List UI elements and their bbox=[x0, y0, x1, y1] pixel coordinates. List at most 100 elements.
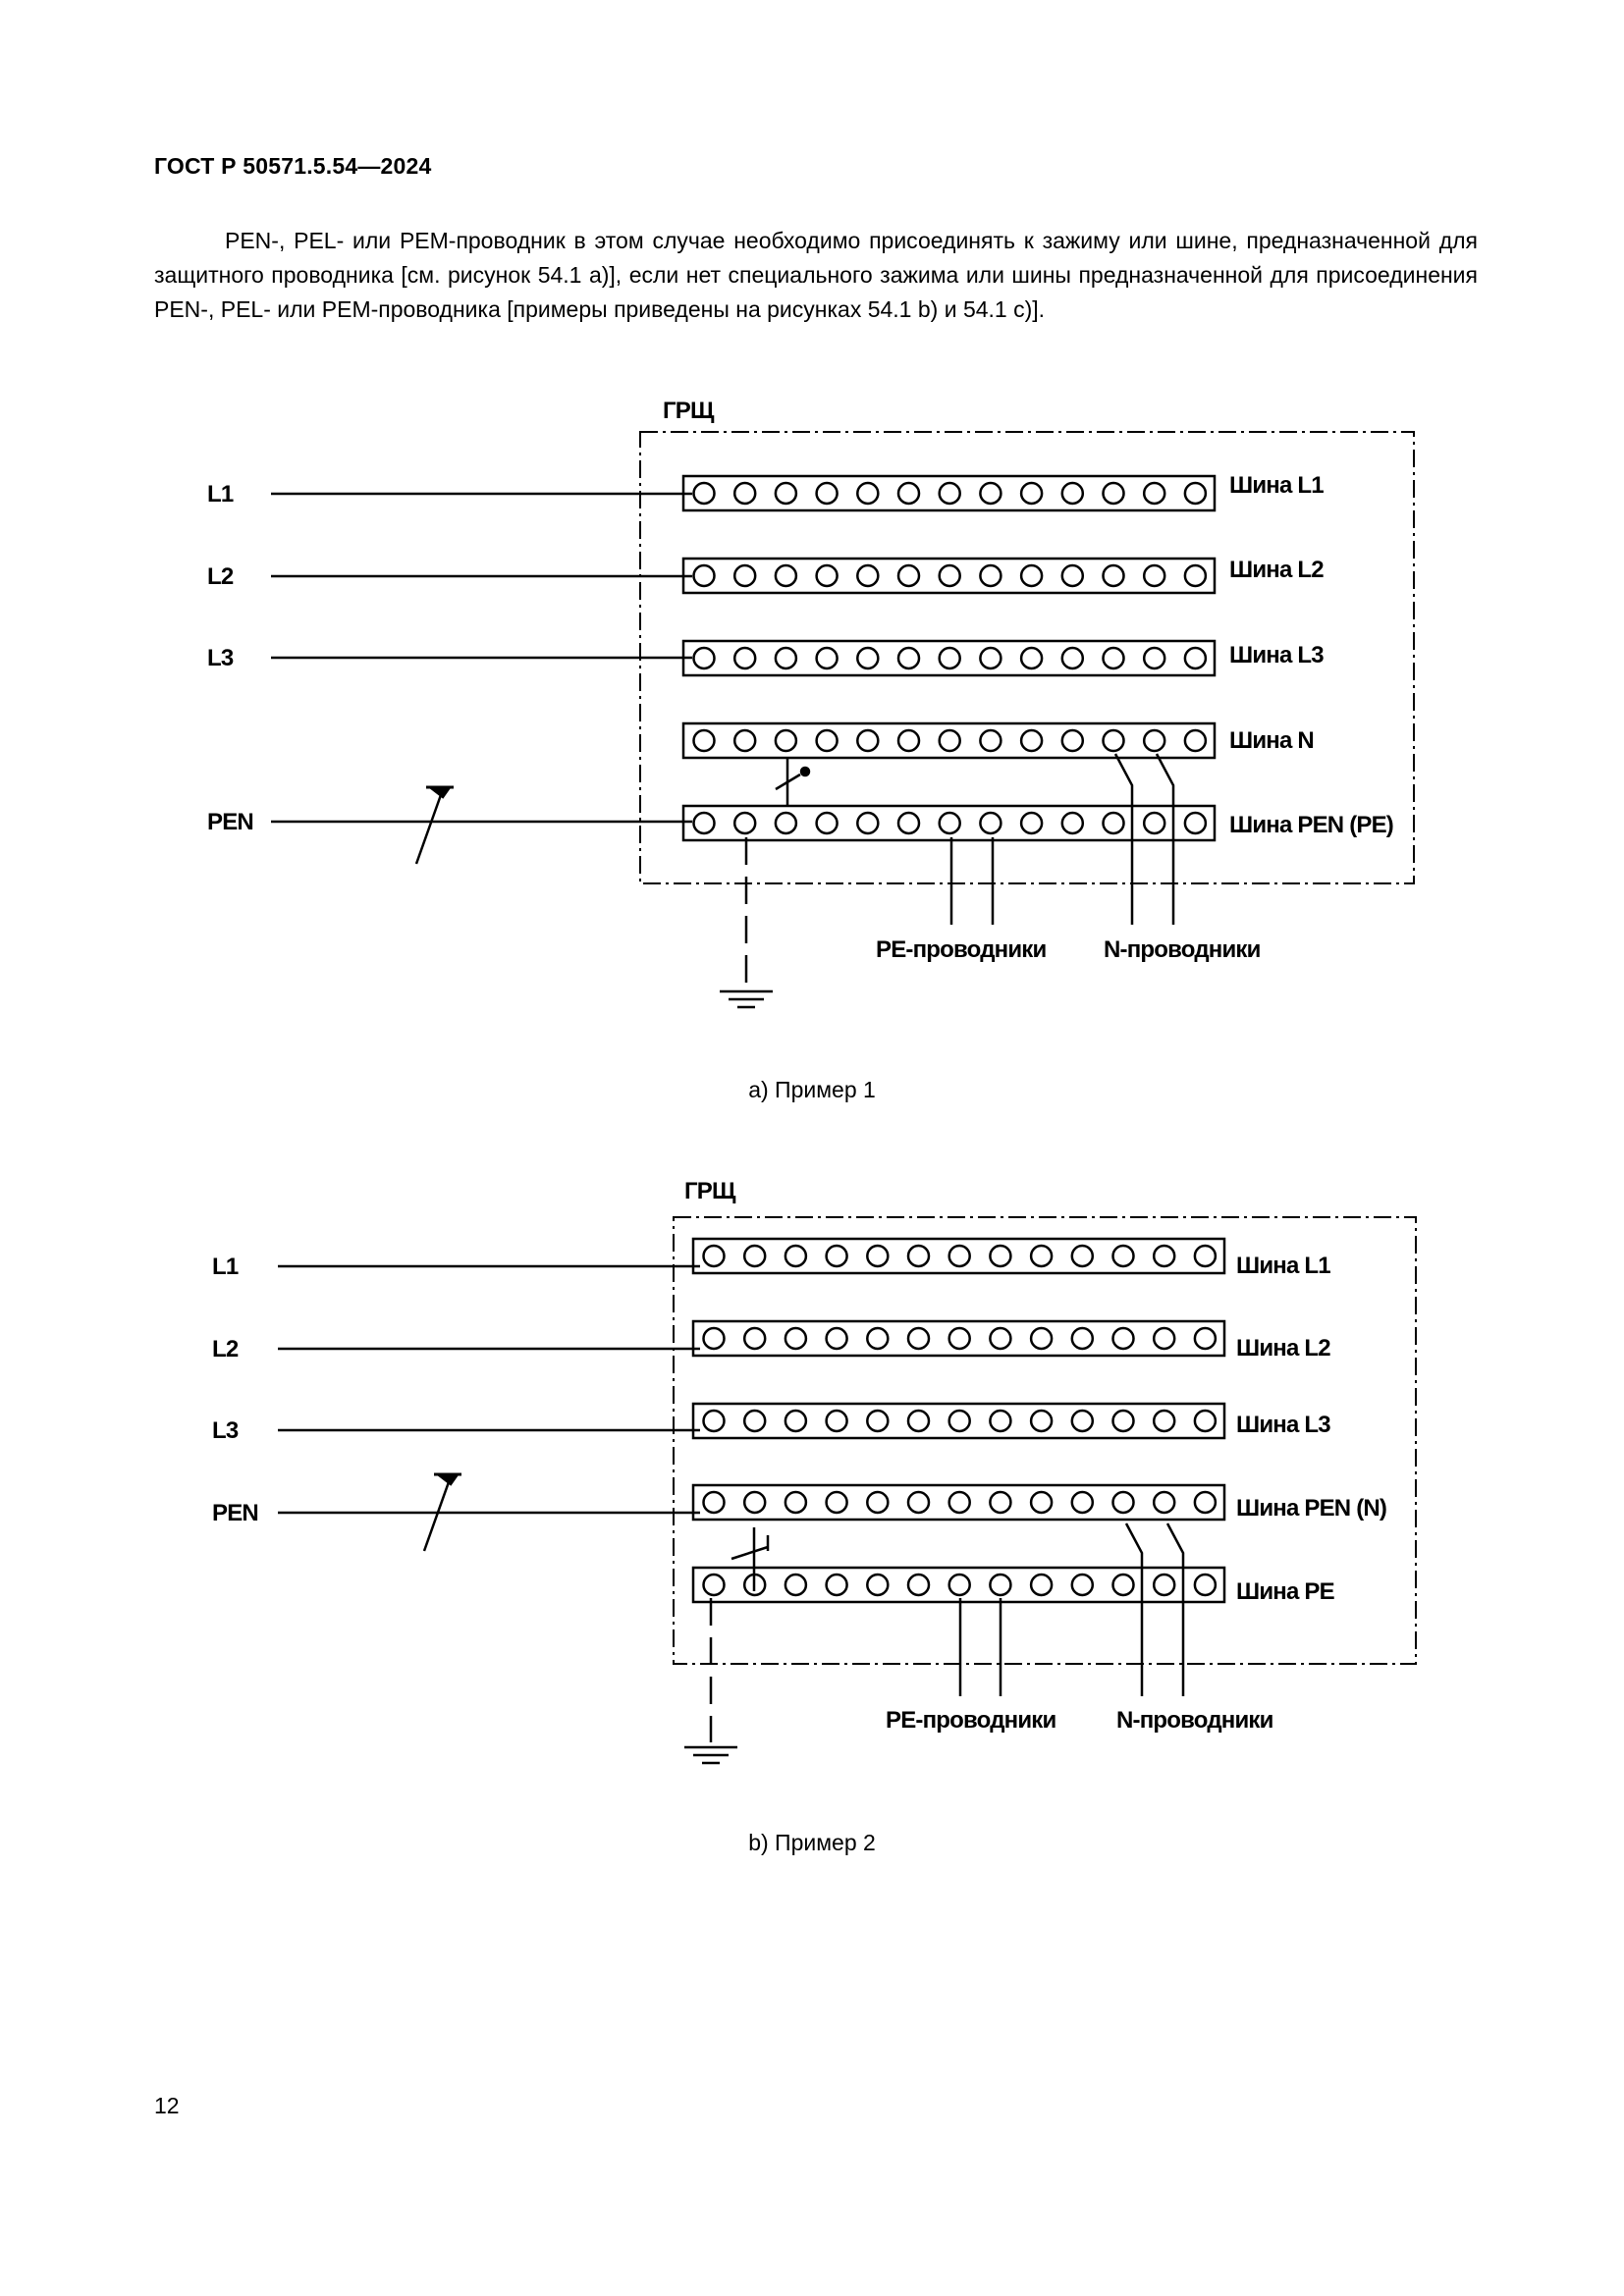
terminal bbox=[1111, 1490, 1135, 1515]
terminal bbox=[1142, 811, 1166, 835]
page-number: 12 bbox=[154, 2093, 180, 2118]
terminal bbox=[774, 811, 798, 835]
terminal bbox=[815, 481, 839, 506]
terminal bbox=[856, 481, 880, 506]
terminal bbox=[1060, 563, 1085, 588]
terminal bbox=[1183, 646, 1208, 670]
terminal bbox=[702, 1409, 726, 1433]
terminal bbox=[866, 1573, 890, 1597]
pen-pe-link-tick bbox=[731, 1545, 769, 1561]
terminal bbox=[856, 811, 880, 835]
bar-label-l1: Шина L1 bbox=[1236, 1253, 1330, 1279]
bar-label-pen: Шина PEN (PE) bbox=[1229, 812, 1393, 838]
terminal bbox=[1029, 1244, 1054, 1268]
terminal bbox=[947, 1573, 971, 1597]
label-l1: L1 bbox=[207, 481, 234, 507]
terminal bbox=[1019, 563, 1044, 588]
terminal bbox=[947, 1409, 971, 1433]
n-conductor-1 bbox=[1113, 753, 1134, 925]
terminal bbox=[1019, 811, 1044, 835]
terminal bbox=[702, 1490, 726, 1515]
terminal bbox=[1019, 481, 1044, 506]
busbar-l2 bbox=[691, 1319, 1226, 1358]
terminal bbox=[1183, 563, 1208, 588]
figure-b: ГРЩ L1 L2 L3 PEN Шина L1 Шина L2 Шина L3… bbox=[0, 1129, 1624, 1914]
terminal bbox=[774, 646, 798, 670]
bar-label-l1: Шина L1 bbox=[1229, 472, 1324, 499]
busbar-l1 bbox=[681, 474, 1217, 512]
caption-a: a) Пример 1 bbox=[748, 1077, 876, 1102]
terminal bbox=[979, 646, 1002, 670]
busbar-l1 bbox=[691, 1237, 1226, 1275]
terminal bbox=[742, 1490, 767, 1515]
bar-label-l2: Шина L2 bbox=[1229, 557, 1324, 583]
body-paragraph: PEN-, PEL- или PEM-проводник в этом случ… bbox=[154, 228, 1478, 322]
terminal bbox=[1029, 1326, 1054, 1351]
terminal bbox=[692, 646, 716, 670]
terminal bbox=[825, 1326, 848, 1351]
terminal bbox=[896, 811, 921, 835]
terminal bbox=[906, 1490, 931, 1515]
terminal bbox=[1019, 728, 1044, 753]
terminal bbox=[732, 728, 757, 753]
terminal bbox=[856, 563, 880, 588]
terminal bbox=[866, 1244, 890, 1268]
terminal bbox=[1019, 646, 1044, 670]
terminal bbox=[1152, 1326, 1176, 1351]
terminal bbox=[979, 481, 1002, 506]
terminal bbox=[1102, 646, 1125, 670]
terminal bbox=[732, 563, 757, 588]
terminal bbox=[825, 1244, 848, 1268]
terminal bbox=[989, 1490, 1012, 1515]
terminal bbox=[906, 1244, 931, 1268]
terminal bbox=[979, 728, 1002, 753]
bar-label-n: Шина N bbox=[1229, 727, 1314, 754]
n-conductor-2 bbox=[1155, 753, 1175, 925]
terminal bbox=[947, 1244, 971, 1268]
terminal bbox=[702, 1573, 726, 1597]
terminal bbox=[1070, 1244, 1095, 1268]
terminal bbox=[692, 728, 716, 753]
terminal bbox=[1193, 1490, 1218, 1515]
terminal bbox=[825, 1573, 848, 1597]
terminal bbox=[1193, 1573, 1218, 1597]
terminal bbox=[825, 1409, 848, 1433]
terminal bbox=[989, 1326, 1012, 1351]
terminal bbox=[702, 1244, 726, 1268]
bar-label-l2: Шина L2 bbox=[1236, 1335, 1330, 1362]
terminal bbox=[938, 563, 961, 588]
terminal bbox=[702, 1326, 726, 1351]
terminal bbox=[866, 1409, 890, 1433]
terminal bbox=[1060, 646, 1085, 670]
terminal bbox=[692, 563, 716, 588]
terminal bbox=[1102, 811, 1125, 835]
terminal bbox=[896, 481, 921, 506]
terminal bbox=[856, 646, 880, 670]
terminal bbox=[1142, 481, 1166, 506]
terminal bbox=[938, 646, 961, 670]
terminal bbox=[989, 1409, 1012, 1433]
terminal bbox=[742, 1409, 767, 1433]
pen-switch-cap-fill bbox=[434, 1472, 460, 1486]
bar-label-l3: Шина L3 bbox=[1236, 1412, 1330, 1438]
busbar-n bbox=[681, 721, 1217, 760]
terminal bbox=[732, 811, 757, 835]
terminal bbox=[979, 811, 1002, 835]
terminal bbox=[1029, 1573, 1054, 1597]
label-pen: PEN bbox=[207, 809, 253, 835]
terminal bbox=[815, 728, 839, 753]
terminal bbox=[896, 728, 921, 753]
terminal bbox=[1060, 728, 1085, 753]
terminal bbox=[774, 728, 798, 753]
terminal bbox=[784, 1573, 808, 1597]
pe-conductors-label: PE-проводники bbox=[876, 936, 1047, 963]
terminal bbox=[938, 481, 961, 506]
terminal bbox=[815, 563, 839, 588]
label-l3: L3 bbox=[207, 645, 234, 671]
terminal bbox=[784, 1326, 808, 1351]
terminal bbox=[1102, 563, 1125, 588]
terminal bbox=[825, 1490, 848, 1515]
terminal bbox=[1183, 811, 1208, 835]
terminal bbox=[692, 481, 716, 506]
terminal bbox=[732, 481, 757, 506]
